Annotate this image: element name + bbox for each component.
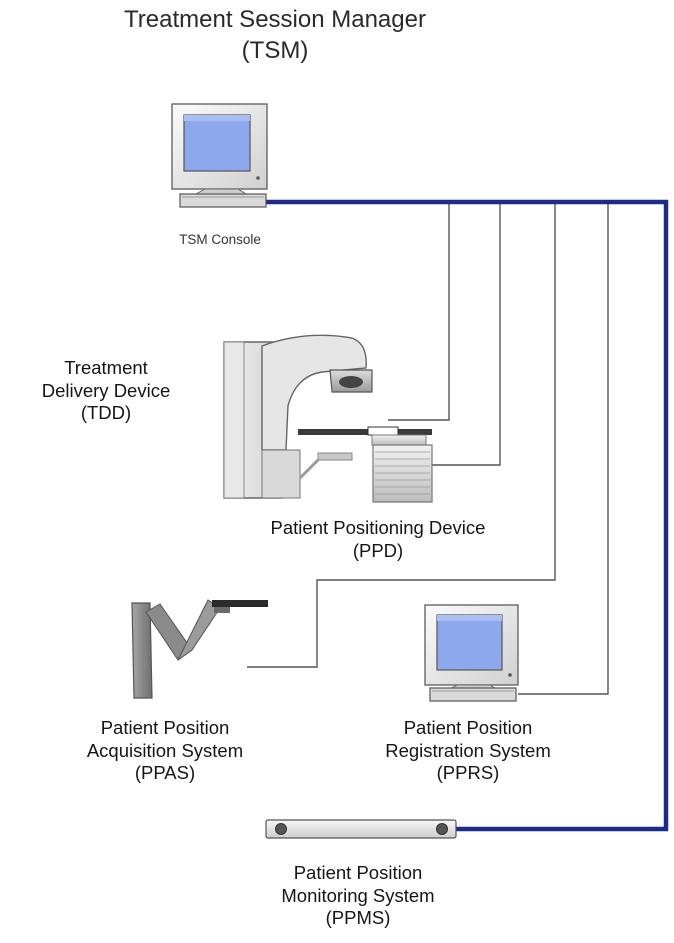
wire-pprs: [518, 203, 609, 695]
title-line-2: (TSM): [241, 37, 309, 65]
tdd-label-line-3: (TDD): [80, 402, 132, 424]
ppd-label-line-1: Patient Positioning Device: [270, 517, 486, 538]
ppms-device-icon: [265, 819, 457, 839]
title-line-1: Treatment Session Manager: [124, 6, 426, 33]
connection-wires: [247, 203, 609, 695]
patient-positioning-device-icon: [298, 426, 433, 503]
ppas-label-line-1: Patient Position: [100, 717, 230, 738]
ppms-label-line-2: Monitoring System: [281, 884, 435, 906]
ppas-label: Patient Position Acquisition System (PPA…: [50, 717, 280, 785]
ppd-label-line-2: (PPD): [352, 539, 404, 561]
wire-ppas: [247, 203, 556, 668]
ppms-label-line-3: (PPMS): [325, 907, 391, 929]
pprs-label: Patient Position Registration System (PP…: [353, 717, 583, 785]
tsm-console-computer-icon: [171, 103, 268, 208]
pprs-label-line-1: Patient Position: [403, 717, 533, 738]
pprs-label-line-3: (PPRS): [436, 762, 500, 784]
ppas-arm-icon: [131, 599, 268, 699]
pprs-computer-icon: [424, 604, 519, 702]
ppms-label: Patient Position Monitoring System (PPMS…: [243, 862, 473, 930]
ppms-label-line-1: Patient Position: [293, 862, 423, 883]
tdd-label-line-1: Treatment: [64, 357, 148, 378]
treatment-delivery-device-icon: [223, 334, 373, 499]
tsm-console-label: TSM Console: [150, 232, 290, 248]
wire-tdd: [388, 203, 450, 421]
ppd-label: Patient Positioning Device (PPD): [228, 517, 528, 562]
tdd-label: Treatment Delivery Device (TDD): [16, 357, 196, 425]
ppas-label-line-3: (PPAS): [134, 762, 196, 784]
wire-ppd: [432, 203, 501, 466]
tdd-label-line-2: Delivery Device: [41, 379, 171, 401]
ppas-label-line-2: Acquisition System: [86, 739, 244, 761]
tsm-console-label-text: TSM Console: [179, 232, 261, 247]
network-bus: [266, 199, 669, 832]
pprs-label-line-2: Registration System: [385, 739, 551, 761]
diagram-title: Treatment Session Manager (TSM): [37, 4, 513, 66]
